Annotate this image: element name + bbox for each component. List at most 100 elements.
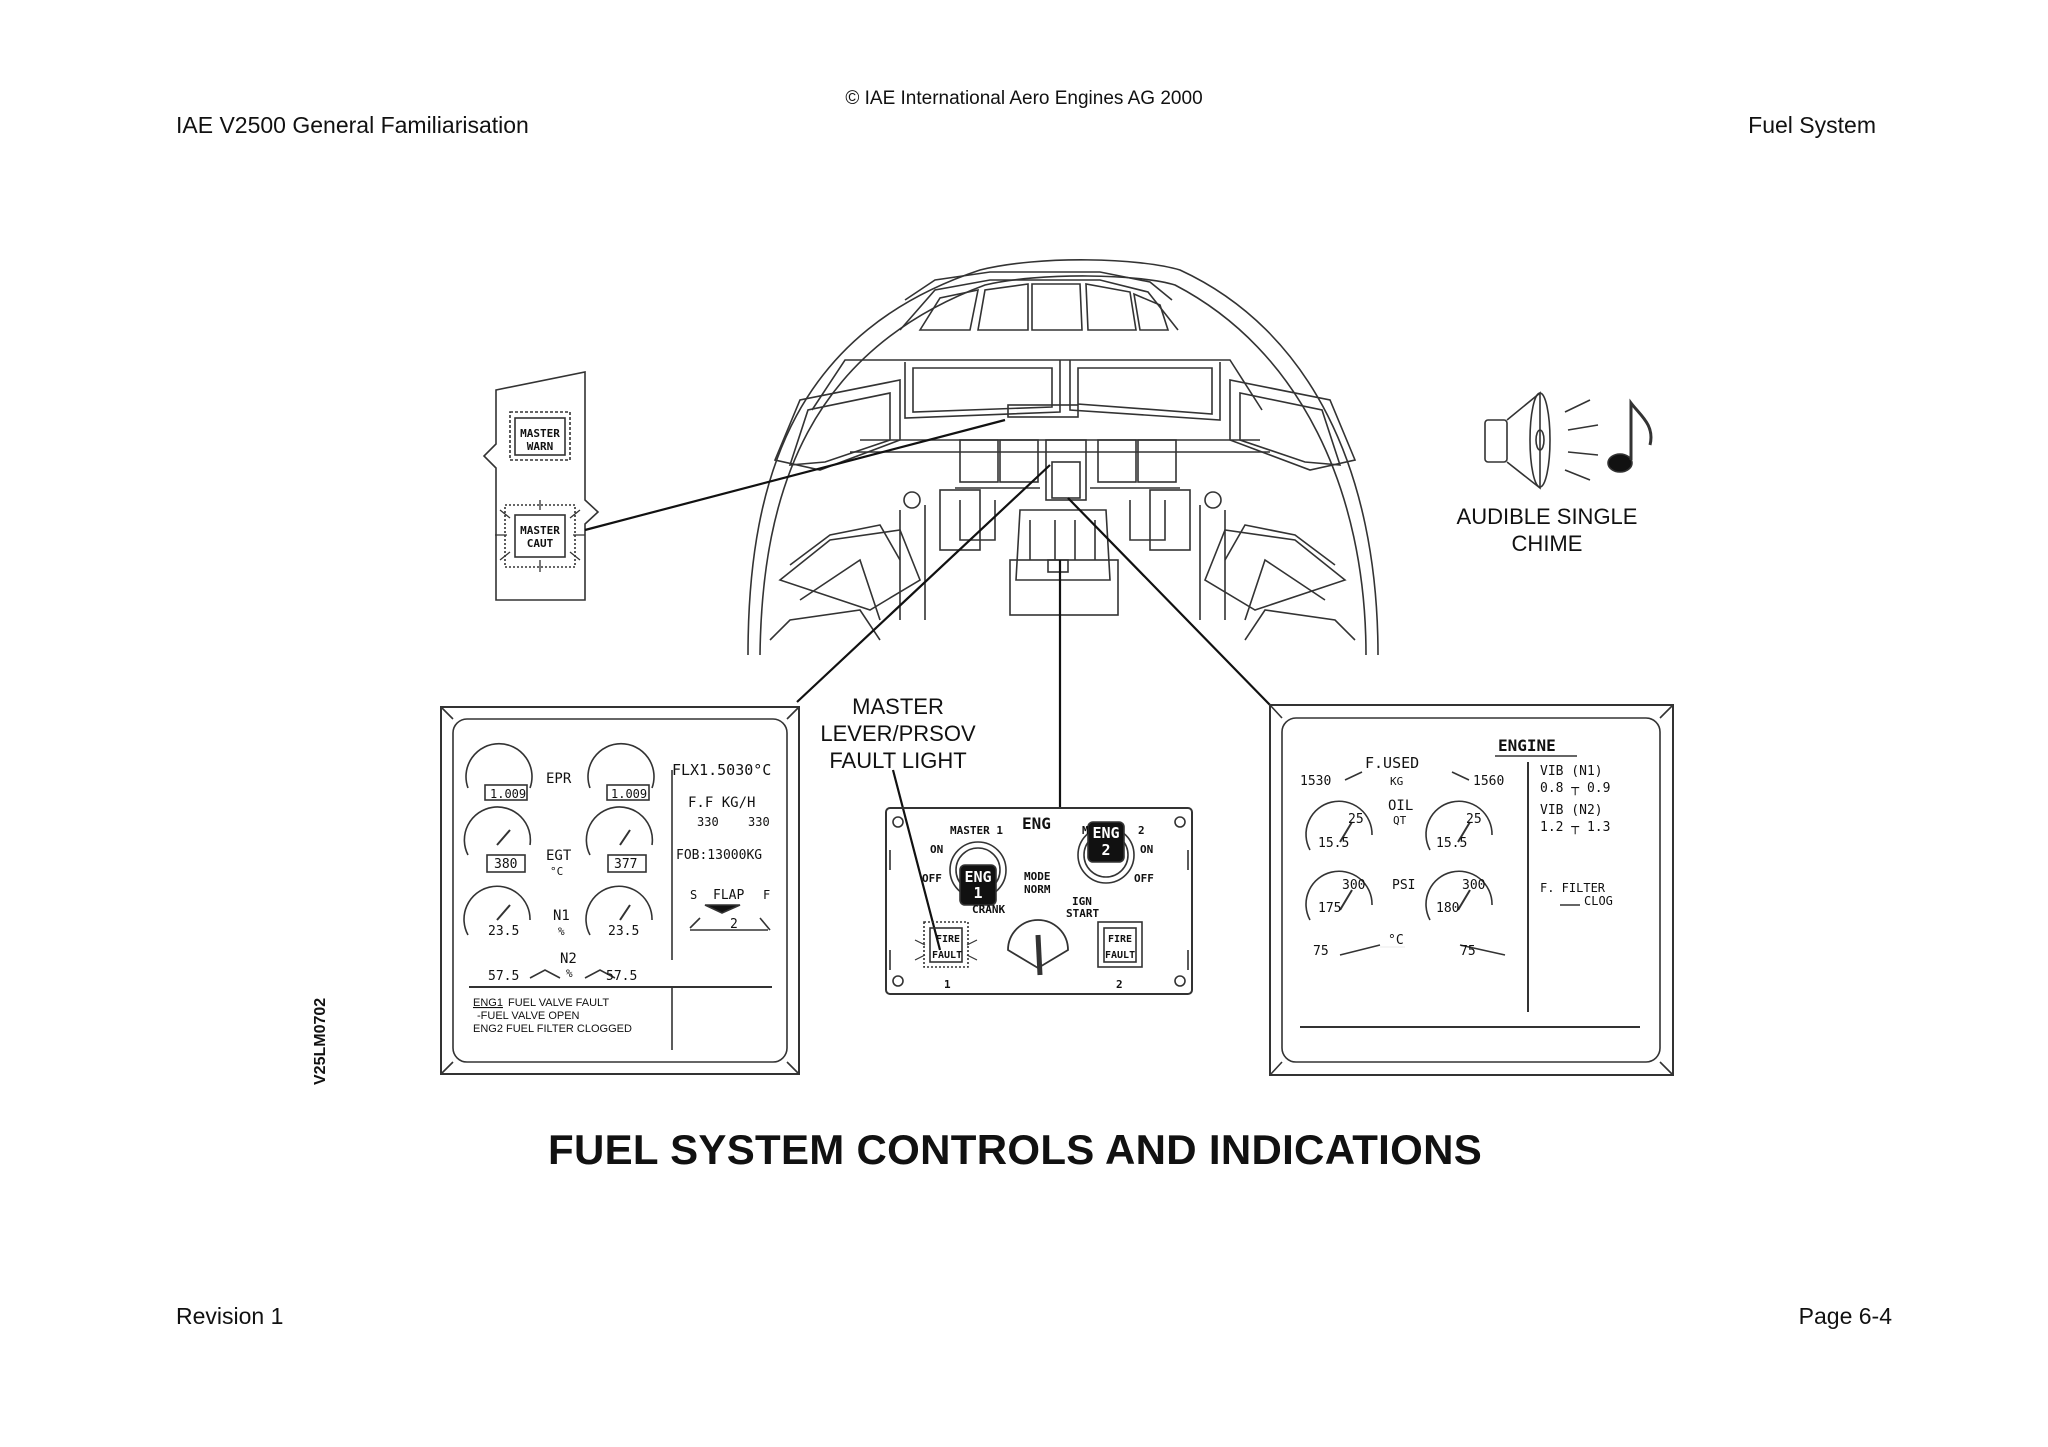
vib-n2-values: 1.2 ┬ 1.3	[1540, 820, 1610, 835]
speaker-icon	[1484, 391, 1599, 490]
psi-left-bottom: 175	[1318, 901, 1341, 916]
egt-right-value: 377	[614, 857, 637, 872]
n2-left-value: 57.5	[488, 969, 519, 984]
n1-unit: %	[558, 925, 565, 938]
epr-label: EPR	[546, 771, 572, 787]
start-label: START	[1066, 907, 1099, 920]
epr-left-value: 1.009	[490, 787, 526, 801]
eng1-button-label: ENG	[964, 868, 991, 886]
oil-left-bottom: 15.5	[1318, 836, 1349, 851]
oil-unit: QT	[1393, 814, 1407, 827]
eng-panel-title: ENG	[1022, 814, 1051, 833]
master-lever-callout-line2: LEVER/PRSOV	[820, 721, 976, 746]
egt-label: EGT	[546, 848, 572, 864]
ewd-message-valve-open: -FUEL VALVE OPEN	[477, 1010, 580, 1022]
fuel-used-unit: KG	[1390, 775, 1403, 788]
oil-label: OIL	[1388, 798, 1413, 814]
n1-label: N1	[553, 908, 570, 924]
vib-n1-label: VIB (N1)	[1540, 764, 1603, 779]
fuel-used-left: 1530	[1300, 774, 1331, 789]
n2-right-value: 57.5	[606, 969, 637, 984]
psi-label: PSI	[1392, 878, 1415, 893]
master1-off-label: OFF	[922, 872, 942, 885]
system-display	[1269, 704, 1674, 1076]
fuel-flow-label: F.F KG/H	[688, 795, 755, 811]
fire-label-1: FIRE	[936, 934, 960, 945]
fire-pb-number-2: 2	[1116, 978, 1123, 991]
psi-left-top: 300	[1342, 878, 1365, 893]
egt-unit: °C	[550, 865, 563, 878]
master-lever-callout-line1: MASTER	[852, 694, 944, 719]
page-number: Page 6-4	[1798, 1303, 1892, 1329]
master-warn-label-1: MASTER	[520, 427, 560, 440]
chime-callout-line1: AUDIBLE SINGLE	[1457, 504, 1638, 529]
psi-right-bottom: 180	[1436, 901, 1459, 916]
master-warning-panel	[482, 371, 600, 601]
oil-right-bottom: 15.5	[1436, 836, 1467, 851]
eng1-button-number: 1	[973, 884, 982, 902]
n2-label: N2	[560, 951, 577, 967]
epr-right-value: 1.009	[611, 787, 647, 801]
fuel-filter-clog-label: CLOG	[1584, 894, 1613, 908]
master2-on-label: ON	[1140, 843, 1153, 856]
fuel-filter-label: F. FILTER	[1540, 881, 1606, 895]
temp-right: 75	[1460, 944, 1476, 959]
cockpit-illustration	[747, 259, 1379, 656]
master-lever-callout-line3: FAULT LIGHT	[829, 748, 966, 773]
master1-on-label: ON	[930, 843, 943, 856]
document-title: IAE V2500 General Familiarisation	[176, 112, 529, 138]
flex-temp: FLX1.5030°C	[672, 761, 771, 779]
engine-master-panel	[885, 807, 1193, 995]
flap-f-label: F	[763, 888, 770, 902]
fault-label-2: FAULT	[1105, 950, 1135, 961]
revision-label: Revision 1	[176, 1303, 284, 1329]
ign-label: IGN	[1072, 895, 1092, 908]
figure-code: V25LM0702	[312, 997, 329, 1085]
engine-warning-display	[440, 706, 800, 1075]
master2-label: M	[1082, 824, 1089, 837]
fire-pb-number-1: 1	[944, 978, 951, 991]
ewd-message-eng1: ENG1	[473, 997, 503, 1009]
temp-left: 75	[1313, 944, 1329, 959]
master-warn-label-2: WARN	[527, 440, 554, 453]
fault-label-1: FAULT	[932, 950, 962, 961]
master-caut-label-1: MASTER	[520, 524, 560, 537]
oil-right-top: 25	[1466, 812, 1482, 827]
master2-number: 2	[1138, 824, 1145, 837]
flap-value: 2	[730, 917, 738, 932]
fuel-on-board: FOB:13000KG	[676, 848, 762, 863]
n1-left-value: 23.5	[488, 924, 519, 939]
chime-callout-line2: CHIME	[1512, 531, 1583, 556]
vib-n2-label: VIB (N2)	[1540, 803, 1603, 818]
vib-n1-values: 0.8 ┬ 0.9	[1540, 781, 1610, 796]
ewd-message-eng1-text: FUEL VALVE FAULT	[508, 997, 609, 1009]
figure-title: FUEL SYSTEM CONTROLS AND INDICATIONS	[548, 1126, 1483, 1173]
norm-label: NORM	[1024, 883, 1051, 896]
music-note-icon	[1607, 398, 1653, 473]
mode-label: MODE	[1024, 870, 1051, 883]
sd-title: ENGINE	[1498, 736, 1556, 755]
fire-label-2: FIRE	[1108, 934, 1132, 945]
temp-unit: °C	[1388, 933, 1404, 948]
eng2-button-number: 2	[1101, 841, 1110, 859]
master-caut-label-2: CAUT	[527, 537, 554, 550]
leader-lines	[584, 418, 1271, 951]
crank-label: CRANK	[972, 903, 1005, 916]
fuel-used-label: F.USED	[1365, 754, 1419, 772]
chapter-title: Fuel System	[1748, 112, 1876, 138]
copyright-notice: © IAE International Aero Engines AG 2000	[845, 88, 1203, 109]
flap-label: FLAP	[713, 888, 744, 903]
master2-off-label: OFF	[1134, 872, 1154, 885]
oil-left-top: 25	[1348, 812, 1364, 827]
master1-label: MASTER 1	[950, 824, 1003, 837]
n2-unit: %	[566, 967, 573, 980]
eng2-button-label: ENG	[1092, 824, 1119, 842]
ewd-message-eng2: ENG2 FUEL FILTER CLOGGED	[473, 1023, 632, 1035]
egt-left-value: 380	[494, 857, 517, 872]
fuel-flow-right: 330	[748, 815, 770, 829]
fuel-used-right: 1560	[1473, 774, 1504, 789]
flap-s-label: S	[690, 888, 697, 902]
fuel-flow-left: 330	[697, 815, 719, 829]
n1-right-value: 23.5	[608, 924, 639, 939]
